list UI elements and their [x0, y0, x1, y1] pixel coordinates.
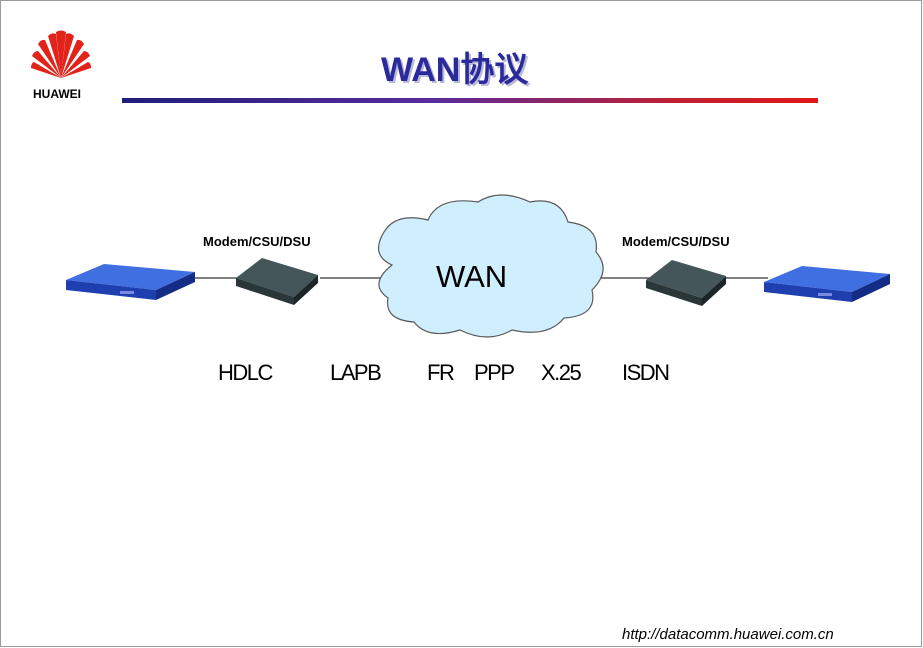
cloud-label: WAN — [436, 259, 508, 294]
modem-icon — [236, 258, 318, 305]
logo-text: HUAWEI — [33, 87, 81, 101]
protocol-label: HDLC — [218, 360, 273, 385]
footer-url: http://datacomm.huawei.com.cn — [622, 626, 834, 643]
title-underline — [122, 98, 818, 103]
modem-icon — [646, 260, 726, 306]
huawei-logo-icon — [31, 30, 91, 78]
protocol-label: X.25 — [541, 360, 582, 385]
protocol-label: ISDN — [622, 360, 670, 385]
left-device-label: Modem/CSU/DSU — [203, 234, 311, 249]
router-icon — [66, 264, 195, 300]
right-device-label: Modem/CSU/DSU — [622, 234, 730, 249]
cloud-icon — [377, 194, 604, 338]
protocol-label: FR — [427, 360, 455, 385]
page-title: WAN协议 — [381, 51, 529, 89]
router-icon — [764, 266, 890, 302]
protocol-label: LAPB — [330, 360, 382, 385]
protocol-label: PPP — [474, 360, 515, 385]
